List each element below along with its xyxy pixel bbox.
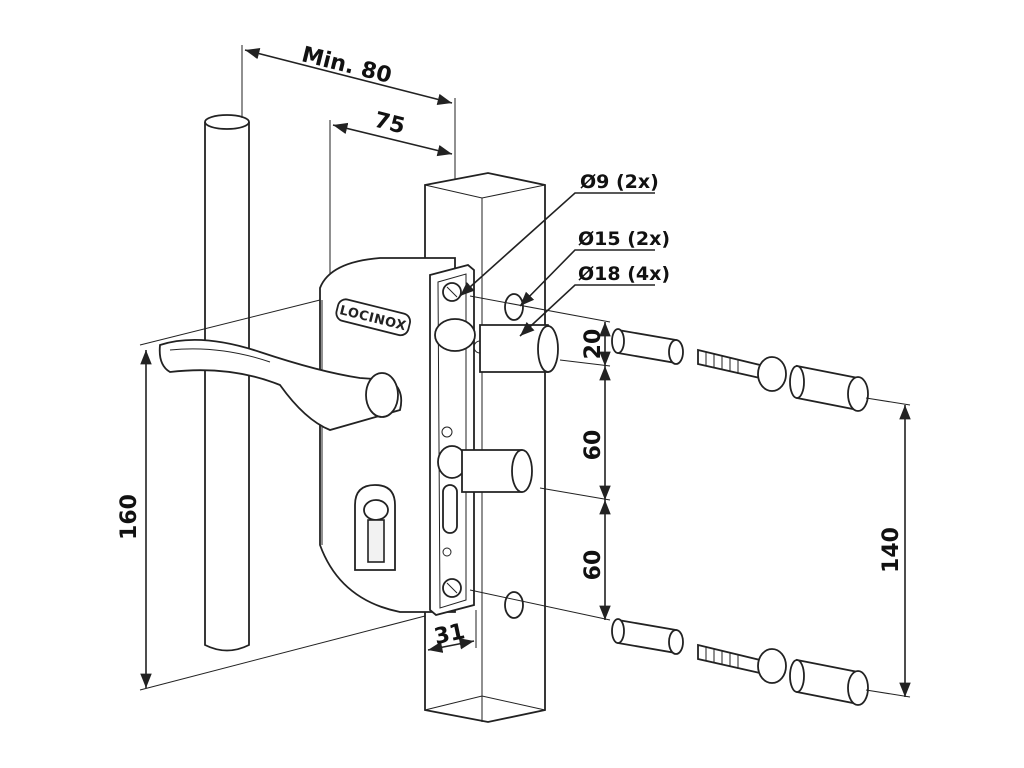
dim-label-75: 75 [372, 108, 408, 140]
callout-leaders [459, 192, 655, 337]
dim-line-min-80 [244, 47, 453, 106]
lock-faceplate [429, 264, 559, 616]
dim-label-140: 140 [879, 527, 904, 573]
leader-hole-18 [519, 284, 655, 337]
dim-label-60-lower: 60 [581, 550, 606, 581]
fixing-set-bottom [611, 618, 869, 706]
lock-body: LOCINOX [319, 257, 456, 613]
dim-label-31: 31 [432, 619, 467, 650]
dim-line-31 [427, 638, 475, 653]
leader-hole-9 [459, 192, 655, 297]
dimension-lines [140, 47, 911, 697]
leader-hole-15 [519, 249, 655, 307]
dim-label-160: 160 [117, 494, 142, 540]
lever-handle [158, 339, 403, 431]
dim-label-60-upper: 60 [581, 430, 606, 461]
dim-line-75 [332, 122, 453, 157]
dim-label-min-80: Min. 80 [299, 42, 394, 88]
fixing-set-top [611, 328, 869, 412]
callout-hole-18: Ø18 (4x) [578, 263, 670, 285]
callout-hole-15: Ø15 (2x) [578, 228, 670, 250]
round-fence-post [204, 114, 250, 652]
key-cylinder [354, 484, 396, 571]
extension-lines [139, 45, 911, 698]
callout-hole-9: Ø9 (2x) [580, 171, 659, 193]
dim-label-20: 20 [581, 329, 606, 360]
